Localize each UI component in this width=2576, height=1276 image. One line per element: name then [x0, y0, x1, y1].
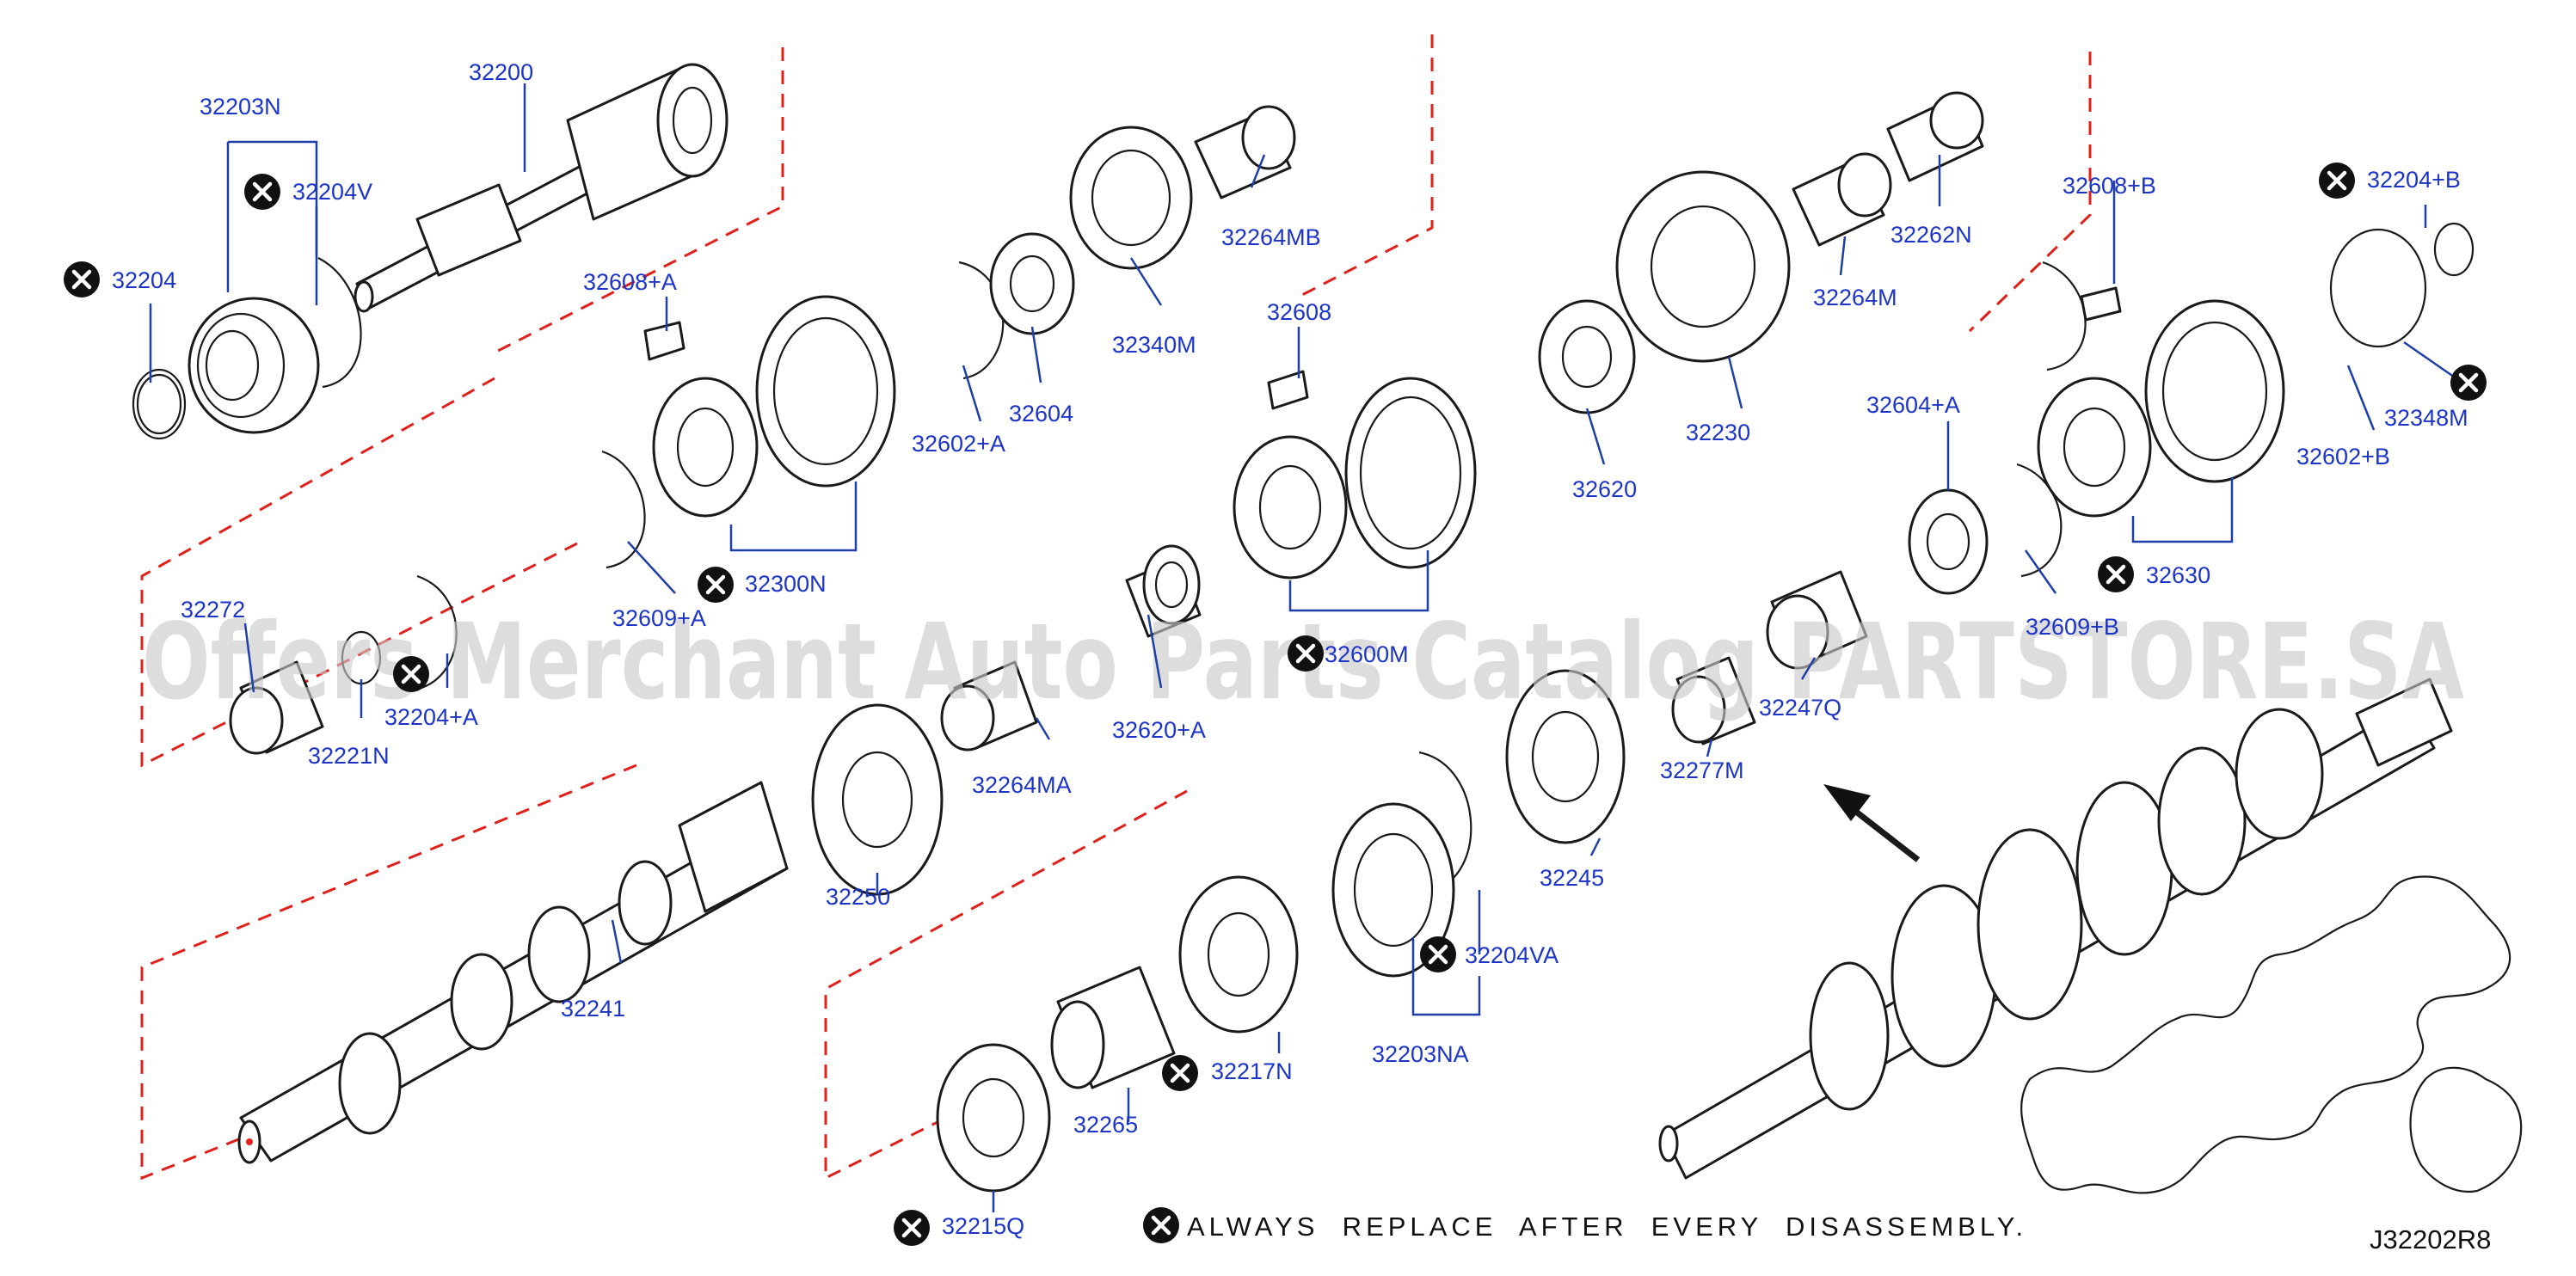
- part-label-32250[interactable]: 32250: [826, 884, 890, 910]
- part-label-32204-a[interactable]: 32204+A: [384, 704, 478, 730]
- part-label-32221N[interactable]: 32221N: [308, 743, 390, 769]
- case-outline-drawing: [2020, 875, 2523, 1194]
- part-label-32609-b[interactable]: 32609+B: [2026, 614, 2119, 640]
- replace-marker-32204V: [244, 174, 280, 210]
- part-label-32265[interactable]: 32265: [1073, 1112, 1138, 1138]
- replace-marker-32215Q: [894, 1210, 930, 1246]
- part-label-32272[interactable]: 32272: [181, 597, 245, 623]
- part-label-32620-a[interactable]: 32620+A: [1112, 717, 1206, 743]
- part-label-32204[interactable]: 32204: [112, 267, 176, 293]
- replace-marker-32204-b: [2319, 163, 2355, 199]
- part-label-32602-b[interactable]: 32602+B: [2296, 444, 2390, 469]
- replace-marker-32204: [64, 261, 100, 298]
- synchro-keys-drawing: [643, 286, 2122, 410]
- main-shaft-drawing: [237, 781, 789, 1164]
- group-dashed-outlines: [140, 34, 2092, 1181]
- replace-marker-32204VA: [1420, 936, 1456, 972]
- part-label-32600M[interactable]: 32600M: [1325, 641, 1409, 667]
- part-label-32241[interactable]: 32241: [561, 996, 625, 1021]
- part-labels: 32200 32203N 32204V 32204 32608+A 32264M…: [112, 59, 2468, 1239]
- part-label-32604[interactable]: 32604: [1009, 401, 1073, 426]
- part-drawings: [132, 63, 2523, 1194]
- part-label-32604-a[interactable]: 32604+A: [1866, 392, 1960, 418]
- part-label-32620[interactable]: 32620: [1572, 476, 1637, 502]
- replace-marker-32348M: [2450, 365, 2487, 401]
- part-label-32264M[interactable]: 32264M: [1813, 285, 1897, 310]
- replace-marker-32630: [2098, 556, 2134, 592]
- direction-arrow-drawing: [1823, 784, 1921, 862]
- part-label-32230[interactable]: 32230: [1686, 420, 1750, 445]
- legend: ALWAYS REPLACE AFTER EVERY DISASSEMBLY.: [1143, 1207, 2027, 1243]
- part-label-32300N[interactable]: 32300N: [745, 571, 827, 597]
- part-label-32203N[interactable]: 32203N: [200, 94, 281, 120]
- part-label-32262N[interactable]: 32262N: [1891, 222, 1972, 248]
- part-label-32203NA[interactable]: 32203NA: [1372, 1041, 1469, 1067]
- part-label-32608-a[interactable]: 32608+A: [583, 269, 677, 295]
- part-label-32348M[interactable]: 32348M: [2384, 405, 2468, 431]
- part-label-32200[interactable]: 32200: [469, 59, 533, 85]
- part-label-32608-b[interactable]: 32608+B: [2063, 173, 2156, 199]
- assembled-shaft-drawing: [1658, 678, 2453, 1180]
- part-label-32247Q[interactable]: 32247Q: [1759, 695, 1841, 721]
- part-label-32602-a[interactable]: 32602+A: [912, 431, 1005, 457]
- gears-upper-drawing: [652, 91, 2285, 595]
- part-label-32609-a[interactable]: 32609+A: [612, 605, 706, 631]
- replace-marker-32204-a: [393, 656, 429, 692]
- part-label-32264MA[interactable]: 32264MA: [972, 772, 1072, 798]
- legend-text: ALWAYS REPLACE AFTER EVERY DISASSEMBLY.: [1187, 1212, 2027, 1242]
- replace-marker-32217N: [1162, 1055, 1198, 1091]
- part-label-32217N[interactable]: 32217N: [1211, 1058, 1293, 1084]
- replace-marker-32600M: [1288, 635, 1324, 672]
- part-label-32204V[interactable]: 32204V: [292, 179, 372, 205]
- part-label-32608[interactable]: 32608: [1267, 299, 1331, 325]
- part-label-32204VA[interactable]: 32204VA: [1465, 942, 1559, 968]
- part-label-32277M[interactable]: 32277M: [1660, 758, 1744, 783]
- replace-marker-32300N: [698, 567, 734, 603]
- bearing-drawing: [188, 297, 320, 434]
- main-drive-shaft-drawing: [354, 63, 729, 313]
- gears-lower-drawing: [811, 669, 1626, 1193]
- part-label-32204-b[interactable]: 32204+B: [2367, 167, 2461, 193]
- needle-bearings-drawing: [229, 544, 1868, 755]
- replace-legend-icon: [1143, 1207, 1179, 1243]
- part-label-32340M[interactable]: 32340M: [1112, 332, 1196, 358]
- part-label-32245[interactable]: 32245: [1540, 865, 1604, 891]
- part-label-32630[interactable]: 32630: [2146, 562, 2210, 588]
- part-label-32215Q[interactable]: 32215Q: [942, 1213, 1024, 1239]
- part-label-32264MB[interactable]: 32264MB: [1221, 224, 1321, 250]
- diagram-reference-code: J32202R8: [2370, 1224, 2491, 1255]
- leader-lines: [149, 83, 2469, 1212]
